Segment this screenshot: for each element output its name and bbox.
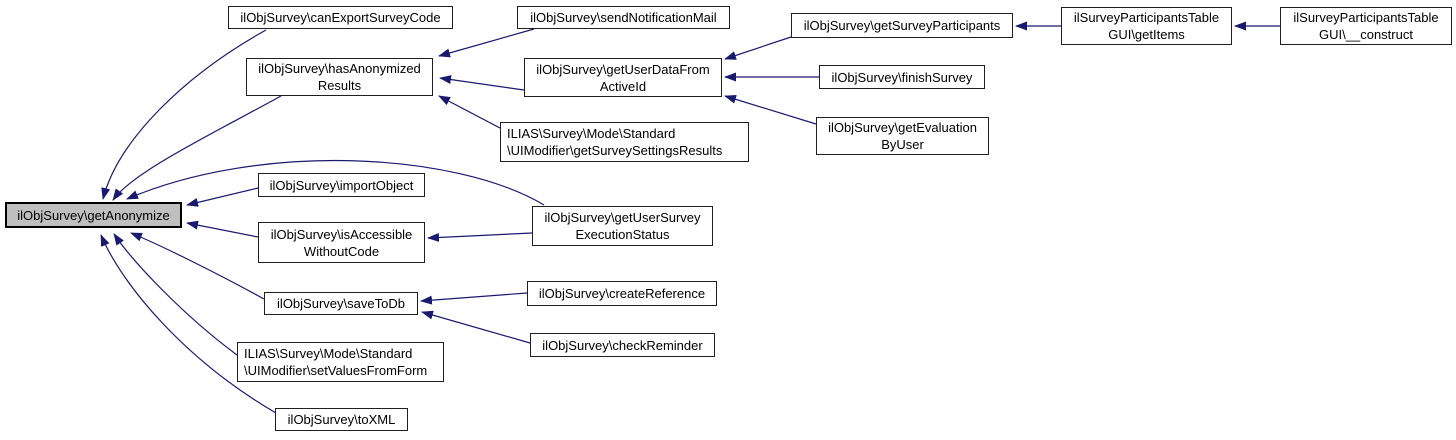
node-label: ilObjSurvey\getSurveyParticipants bbox=[803, 18, 1001, 33]
edge-importObject-to-getAnonymize bbox=[186, 187, 259, 207]
edge-getSurveySettingsResults-to-hasAnonymizedResults bbox=[438, 95, 501, 129]
node-saveToDb[interactable]: ilObjSurvey\saveToDb bbox=[264, 292, 418, 315]
edge-getEvaluationByUser-to-getUserDataFromActiveId bbox=[724, 94, 817, 125]
node-getItems[interactable]: ilSurveyParticipantsTable GUI\getItems bbox=[1061, 7, 1232, 45]
node-label: GUI\__construct bbox=[1319, 27, 1413, 42]
node-label: ILIAS\Survey\Mode\Standard bbox=[244, 346, 413, 361]
edge-toXML-to-getAnonymize bbox=[100, 234, 277, 414]
edge-sendNotificationMail-to-hasAnonymizedResults bbox=[438, 28, 535, 58]
node-importObject[interactable]: ilObjSurvey\importObject bbox=[258, 173, 425, 197]
edge-hasAnonymizedResults-to-getAnonymize bbox=[112, 95, 282, 201]
node-label: ilObjSurvey\hasAnonymized bbox=[258, 61, 421, 76]
node-setValuesFromForm[interactable]: ILIAS\Survey\Mode\Standard \UIModifier\s… bbox=[237, 342, 444, 382]
edge-isAccessibleWithoutCode-to-getAnonymize bbox=[186, 220, 259, 238]
edge-createReference-to-saveToDb bbox=[420, 292, 528, 305]
node-canExportSurveyCode[interactable]: ilObjSurvey\canExportSurveyCode bbox=[228, 6, 453, 29]
node-getUserDataFromActiveId[interactable]: ilObjSurvey\getUserDataFrom ActiveId bbox=[524, 58, 722, 97]
node-label: ilObjSurvey\getUserSurvey bbox=[544, 210, 701, 225]
node-label: ilSurveyParticipantsTable bbox=[1073, 10, 1220, 25]
node-checkReminder[interactable]: ilObjSurvey\checkReminder bbox=[530, 333, 715, 357]
edge-saveToDb-to-getAnonymize bbox=[130, 232, 265, 300]
node-label: ActiveId bbox=[599, 78, 647, 94]
node-getSurveySettingsResults[interactable]: ILIAS\Survey\Mode\Standard \UIModifier\g… bbox=[500, 122, 749, 162]
node-toXML[interactable]: ilObjSurvey\toXML bbox=[275, 408, 408, 431]
node-label: ilObjSurvey\finishSurvey bbox=[831, 69, 973, 85]
node-label: ILIAS\Survey\Mode\Standard bbox=[507, 126, 676, 141]
node-label: ilObjSurvey\sendNotificationMail bbox=[530, 10, 717, 25]
edge-checkReminder-to-saveToDb bbox=[421, 310, 531, 344]
node-label: ilObjSurvey\saveToDb bbox=[277, 296, 405, 311]
node-label: ilObjSurvey\checkReminder bbox=[542, 337, 703, 353]
node-hasAnonymizedResults[interactable]: ilObjSurvey\hasAnonymized Results bbox=[246, 58, 433, 96]
node-label: ilObjSurvey\toXML bbox=[287, 412, 396, 427]
node-getAnonymize: ilObjSurvey\getAnonymize bbox=[5, 202, 182, 228]
node-label: ilSurveyParticipantsTable bbox=[1293, 10, 1439, 25]
node-label: \UIModifier\getSurveySettingsResults bbox=[507, 143, 723, 158]
node-label: ByUser bbox=[881, 137, 924, 152]
node-label: GUI\getItems bbox=[1108, 27, 1185, 42]
node-sendNotificationMail[interactable]: ilObjSurvey\sendNotificationMail bbox=[517, 6, 730, 29]
node-label: ilObjSurvey\canExportSurveyCode bbox=[240, 10, 441, 25]
node-label: ExecutionStatus bbox=[575, 227, 670, 242]
node-construct[interactable]: ilSurveyParticipantsTable GUI\__construc… bbox=[1280, 7, 1452, 45]
node-label: Results bbox=[317, 78, 362, 93]
node-label: ilObjSurvey\importObject bbox=[269, 177, 414, 193]
node-finishSurvey[interactable]: ilObjSurvey\finishSurvey bbox=[819, 65, 985, 89]
node-getUserSurveyExecutionStatus[interactable]: ilObjSurvey\getUserSurvey ExecutionStatu… bbox=[532, 206, 713, 246]
edge-setValuesFromForm-to-getAnonymize bbox=[113, 233, 238, 356]
node-label: ilObjSurvey\createReference bbox=[538, 286, 706, 301]
node-label: \UIModifier\setValuesFromForm bbox=[244, 363, 428, 378]
edge-canExportSurveyCode-to-getAnonymize bbox=[101, 29, 267, 200]
node-label: ilObjSurvey\isAccessible bbox=[270, 226, 413, 242]
edge-getUserDataFromActiveId-to-hasAnonymizedResults bbox=[439, 75, 525, 91]
edge-getUserSurveyExecutionStatus-to-isAccessibleWithoutCode bbox=[427, 232, 533, 242]
node-label: ilObjSurvey\getAnonymize bbox=[17, 207, 170, 223]
edge-getSurveyParticipants-to-getUserDataFromActiveId bbox=[724, 36, 792, 60]
node-createReference[interactable]: ilObjSurvey\createReference bbox=[527, 281, 717, 306]
node-getSurveyParticipants[interactable]: ilObjSurvey\getSurveyParticipants bbox=[791, 13, 1013, 38]
node-isAccessibleWithoutCode[interactable]: ilObjSurvey\isAccessible WithoutCode bbox=[258, 222, 425, 263]
node-getEvaluationByUser[interactable]: ilObjSurvey\getEvaluation ByUser bbox=[816, 117, 989, 155]
edge-getUserSurveyExecutionStatus-to-getAnonymize bbox=[126, 159, 545, 206]
node-label: ilObjSurvey\getUserDataFrom bbox=[536, 61, 710, 77]
node-label: ilObjSurvey\getEvaluation bbox=[828, 120, 977, 135]
node-label: WithoutCode bbox=[303, 243, 380, 259]
